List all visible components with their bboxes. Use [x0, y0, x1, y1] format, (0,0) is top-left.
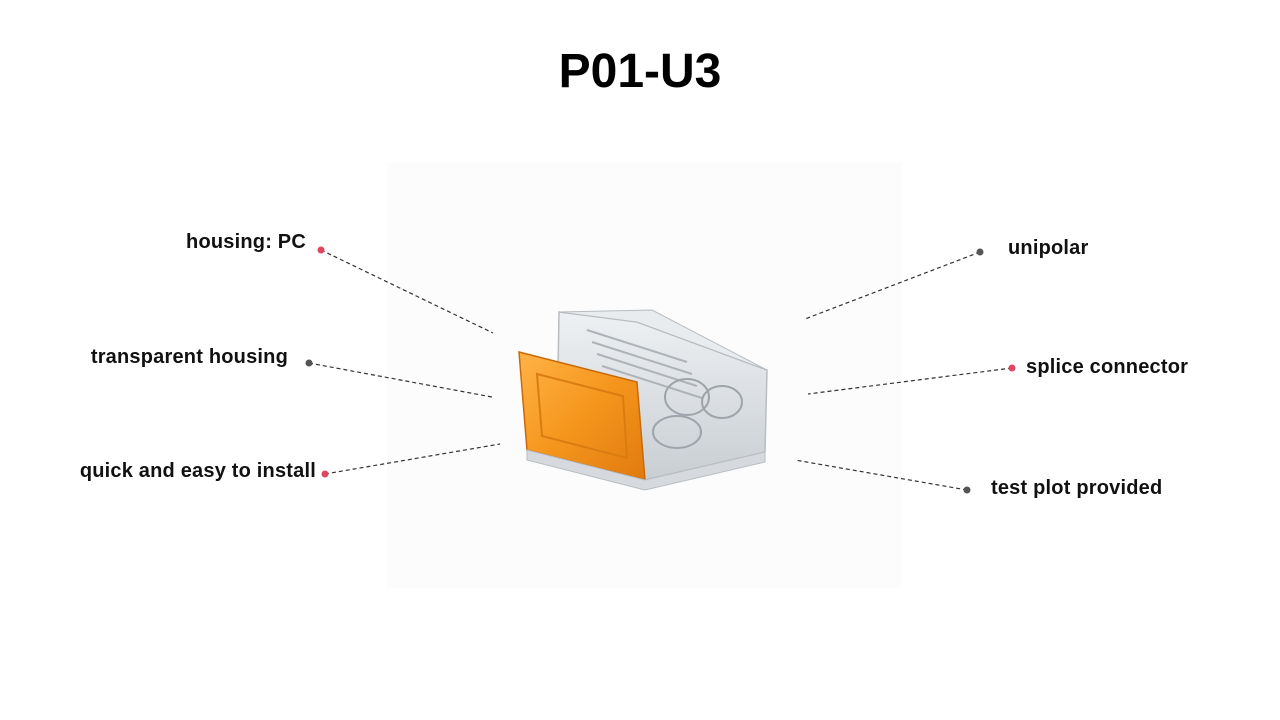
splice-connector-illustration	[518, 309, 768, 491]
dot-splice-connector	[1008, 364, 1016, 372]
feature-label-quick-install: quick and easy to install	[79, 460, 316, 482]
feature-label-housing-pc: housing: PC	[186, 231, 306, 253]
feature-label-transparent-housing: transparent housing	[90, 346, 288, 368]
dot-housing-pc	[317, 246, 325, 254]
dot-transparent-housing	[305, 359, 313, 367]
dot-test-plot	[963, 486, 971, 494]
dot-unipolar	[976, 248, 984, 256]
product-photo	[387, 162, 902, 588]
feature-label-unipolar: unipolar	[1008, 237, 1089, 259]
feature-label-splice-connector: splice connector	[1026, 356, 1189, 378]
feature-label-test-plot: test plot provided	[991, 477, 1163, 499]
dot-quick-install	[321, 470, 329, 478]
slide-title: P01-U3	[558, 45, 722, 98]
